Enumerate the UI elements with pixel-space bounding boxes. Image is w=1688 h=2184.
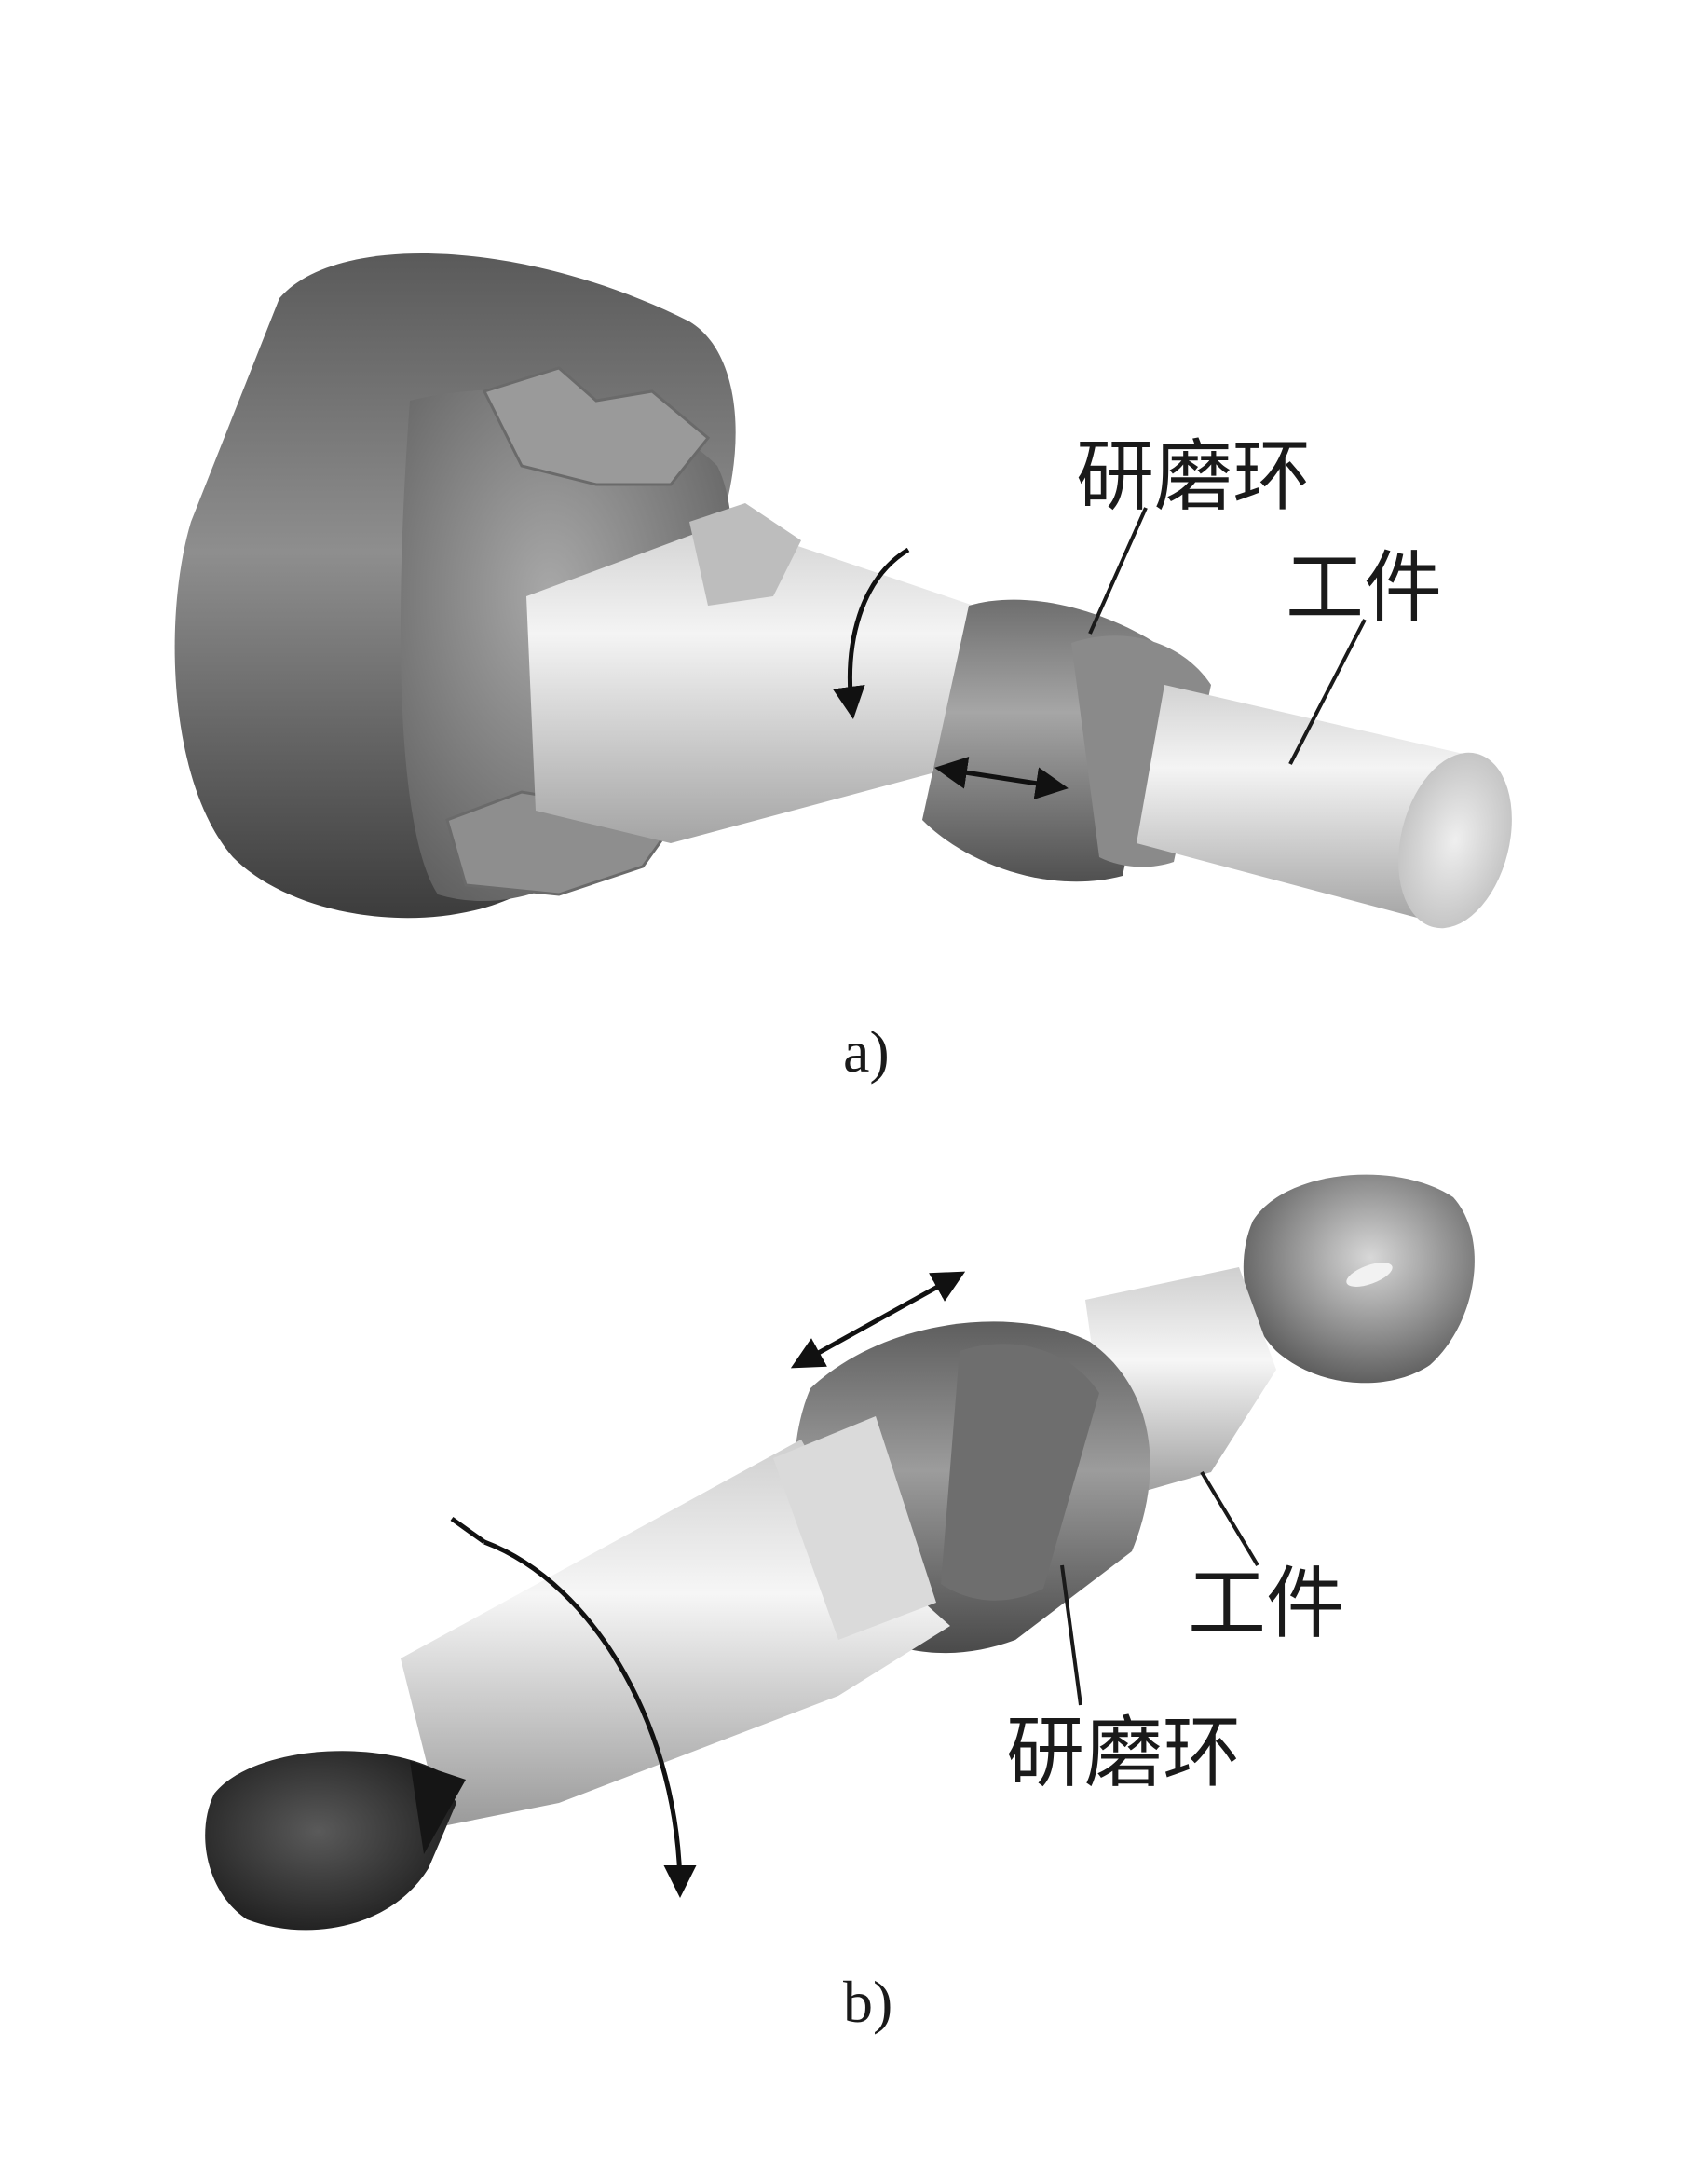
center-ball-highlight (1346, 1263, 1393, 1287)
axial-arrow-a (934, 756, 1069, 800)
workpiece-neck (689, 503, 801, 606)
label-workpiece-a: 工件 (1286, 542, 1442, 634)
lapping-tool-tip (410, 1761, 466, 1854)
figure-a: 研磨环 工件 a) (174, 253, 1512, 1085)
lapping-tool (205, 1751, 457, 1931)
rotation-arrow-b (483, 1539, 697, 1898)
caption-b: b) (843, 1969, 892, 2035)
leader-workpiece-a (1288, 619, 1367, 765)
rotation-arrow-a (832, 547, 910, 719)
workpiece-collar (773, 1416, 936, 1640)
workpiece-end (1137, 685, 1467, 922)
axial-arrow-b (790, 1271, 966, 1369)
workpiece-shaft (526, 522, 987, 843)
label-lapping-ring-a: 研磨环 (1076, 430, 1311, 522)
leader-lapping-ring-b (1060, 1564, 1082, 1706)
leader-lapping-ring-a (1088, 507, 1148, 635)
leader-workpiece-b (1200, 1470, 1259, 1567)
label-workpiece-b: 工件 (1188, 1558, 1344, 1649)
lapping-ring-b-step (941, 1344, 1099, 1601)
label-lapping-ring-b: 研磨环 (1006, 1707, 1241, 1798)
chuck-jaw-upper (482, 366, 711, 486)
workpiece-end-face (1398, 752, 1512, 929)
rotation-arrow-b-tail (450, 1516, 486, 1545)
figure-b: 工件 研磨环 b) (205, 1174, 1475, 2035)
caption-a: a) (843, 1018, 890, 1085)
